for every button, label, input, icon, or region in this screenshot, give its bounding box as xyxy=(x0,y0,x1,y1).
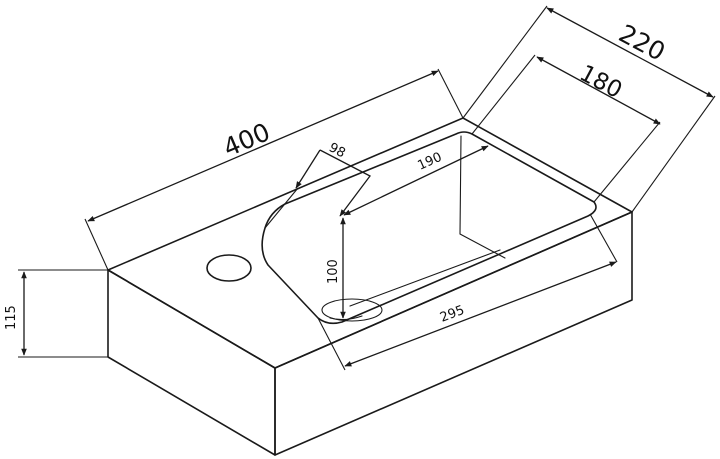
ext-depth-outer-a xyxy=(462,5,548,119)
label-depth-inner: 180 xyxy=(575,60,626,104)
bowl-floor-front xyxy=(349,249,501,307)
dim-height: 115 xyxy=(4,269,108,358)
ext-depth-inner-a xyxy=(471,54,536,135)
drain-inner xyxy=(329,315,363,321)
dim-offset: 98 xyxy=(264,140,371,229)
basin-front-face xyxy=(107,269,276,456)
dim-line-depth-outer xyxy=(546,7,714,98)
label-basin-length: 295 xyxy=(438,303,467,326)
dim-line-basin-width xyxy=(343,145,489,216)
bowl-back-wall-edge xyxy=(459,135,462,235)
dim-line-length xyxy=(87,70,439,222)
label-basin-width: 190 xyxy=(416,150,445,174)
tap-hole xyxy=(206,254,252,282)
ext-basin-length-b xyxy=(589,213,618,263)
basin-top-surface xyxy=(107,117,633,369)
dim-line-basin-length xyxy=(344,261,617,367)
ext-offset xyxy=(264,187,299,229)
label-offset: 98 xyxy=(326,140,348,161)
basin-right-face xyxy=(274,211,633,456)
dim-basin-width: 190 xyxy=(343,145,489,216)
dim-depth-inner: 180 xyxy=(471,54,661,203)
dim-line-offset xyxy=(295,149,321,189)
ext-depth-outer-b xyxy=(631,95,716,213)
ext-depth-inner-b xyxy=(593,121,661,203)
ext-length-left xyxy=(84,218,109,271)
dim-line-depth-inner xyxy=(536,56,661,125)
ext-length-right xyxy=(437,68,464,119)
label-length: 400 xyxy=(219,117,274,162)
dim-basin-depth: 100 xyxy=(326,217,346,319)
label-height: 115 xyxy=(4,305,19,330)
dim-length: 400 xyxy=(84,68,464,271)
bowl-floor-edge xyxy=(459,233,506,259)
label-basin-depth: 100 xyxy=(326,259,341,284)
ext-basin-length-a xyxy=(317,317,346,371)
dim-depth-outer: 220 xyxy=(462,5,716,213)
